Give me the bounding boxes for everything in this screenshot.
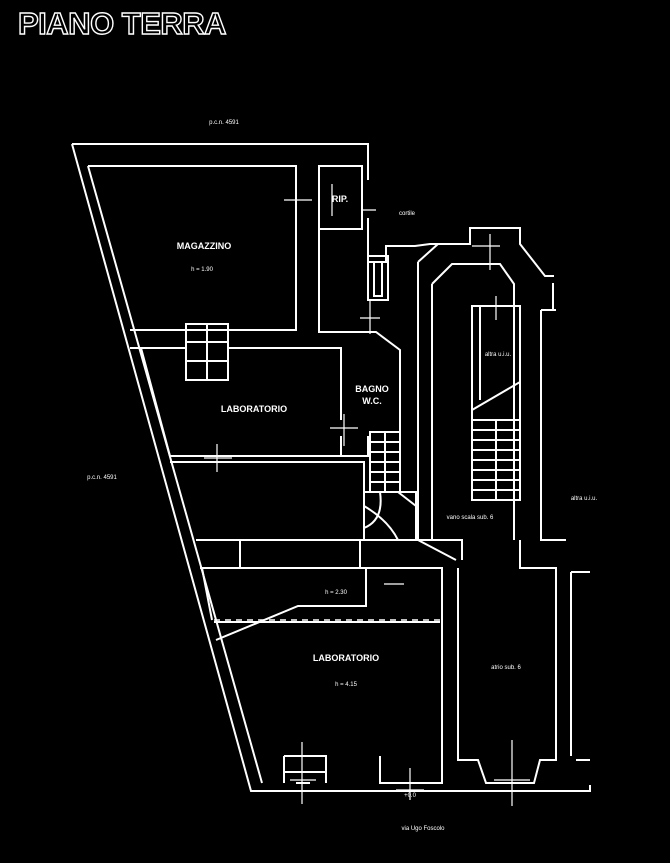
- label-atrio: atrio sub. 6: [491, 665, 521, 671]
- label-street: via Ugo Foscolo: [401, 826, 445, 832]
- label-altra-2: altra u.i.u.: [571, 496, 598, 502]
- outer-wall: [71, 143, 591, 792]
- stair-vano: [471, 305, 521, 501]
- room-rip: RIP.: [332, 194, 348, 204]
- room-bagno: BAGNO: [355, 384, 389, 394]
- label-cortile: cortile: [399, 211, 416, 217]
- inner-wall-left: [87, 165, 297, 784]
- room-magazzino-height: h = 1.90: [191, 267, 214, 273]
- label-step: +0.0: [404, 793, 417, 799]
- room-laboratorio-2: LABORATORIO: [313, 653, 379, 663]
- room-laboratorio-1: LABORATORIO: [221, 404, 287, 414]
- room-laboratorio-2-height: h = 4.15: [335, 682, 358, 688]
- label-h-230: h = 2.30: [325, 590, 348, 596]
- stair-spiral: [363, 491, 417, 541]
- room-wc: W.C.: [362, 396, 382, 406]
- page-title: PIANO TERRA: [17, 5, 227, 41]
- label-altra-1: altra u.i.u.: [485, 352, 512, 358]
- label-parcel-top: p.c.n. 4591: [209, 120, 239, 126]
- stair-bagno: [369, 431, 401, 493]
- label-vano-scala: vano scala sub. 6: [447, 515, 494, 521]
- room-magazzino: MAGAZZINO: [177, 241, 232, 251]
- label-parcel-left: p.c.n. 4591: [87, 475, 117, 481]
- stair-magazzino: [185, 323, 229, 381]
